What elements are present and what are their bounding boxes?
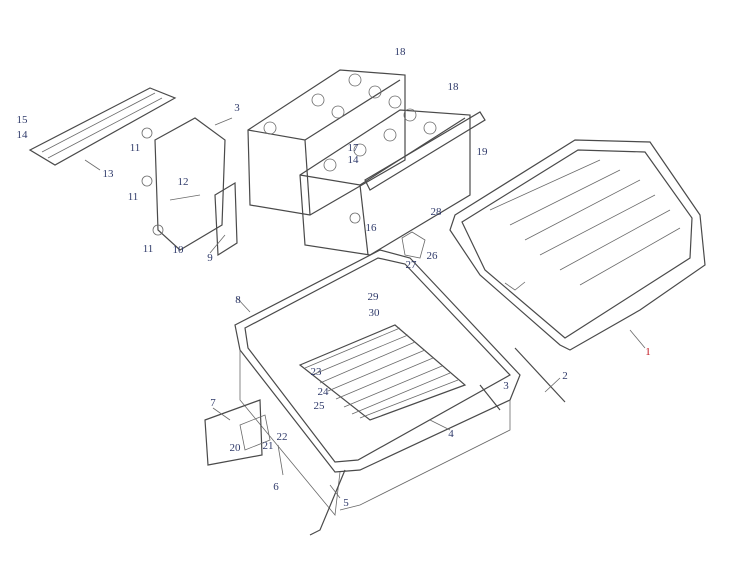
callout-label-18: 18 xyxy=(447,81,459,93)
callout-label-14: 14 xyxy=(347,154,359,166)
callout-label-2: 2 xyxy=(562,370,568,382)
callout-label-20: 20 xyxy=(229,442,241,454)
leader-lines xyxy=(84,159,646,499)
callout-label-13: 13 xyxy=(102,168,114,180)
callout-label-11: 11 xyxy=(127,191,139,203)
callout-label-15: 15 xyxy=(16,114,28,126)
callout-label-25: 25 xyxy=(313,400,325,412)
brackets xyxy=(28,87,238,257)
callout-label-23: 23 xyxy=(310,366,322,378)
callout-label-9: 9 xyxy=(207,252,213,264)
callout-label-27: 27 xyxy=(405,259,417,271)
fasteners xyxy=(204,231,566,536)
callout-label-11: 11 xyxy=(129,142,141,154)
callout-label-14: 14 xyxy=(16,129,28,141)
callout-label-18: 18 xyxy=(394,46,406,58)
callout-label-24: 24 xyxy=(317,386,329,398)
callout-label-11: 11 xyxy=(142,243,154,255)
battery-tray xyxy=(234,249,521,516)
callout-label-8: 8 xyxy=(235,294,241,306)
callout-label-6: 6 xyxy=(273,481,279,493)
callout-label-7: 7 xyxy=(210,397,216,409)
callout-label-17: 17 xyxy=(347,142,359,154)
callout-label-29: 29 xyxy=(367,291,379,303)
callout-label-26: 26 xyxy=(426,250,438,262)
callout-label-30: 30 xyxy=(368,307,380,319)
callout-label-5: 5 xyxy=(343,497,349,509)
callout-label-3: 3 xyxy=(503,380,509,392)
callout-label-4: 4 xyxy=(448,428,454,440)
battery-cover xyxy=(449,139,706,351)
callout-label-22: 22 xyxy=(276,431,288,443)
batteries xyxy=(247,69,486,256)
callout-label-16: 16 xyxy=(365,222,377,234)
callout-label-21: 21 xyxy=(262,440,274,452)
callout-label-28: 28 xyxy=(430,206,442,218)
callout-label-19: 19 xyxy=(476,146,488,158)
callout-label-1: 1 xyxy=(645,346,651,358)
callout-label-12: 12 xyxy=(177,176,189,188)
callout-label-10: 10 xyxy=(172,244,184,256)
callout-label-3: 3 xyxy=(234,102,240,114)
